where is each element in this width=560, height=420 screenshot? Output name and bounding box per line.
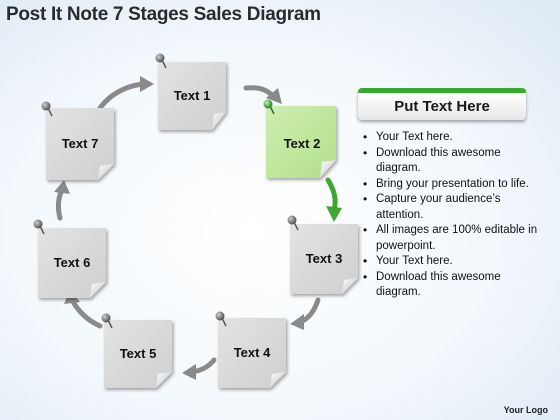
put-text-header: Put Text Here bbox=[358, 88, 526, 120]
bullet-item: Download this awesome diagram. bbox=[363, 270, 548, 301]
stage-note-6: Text 6 bbox=[33, 219, 106, 298]
arrow-1-to-2 bbox=[243, 85, 282, 104]
pushpin-icon bbox=[215, 311, 227, 327]
pushpin-icon bbox=[101, 313, 113, 329]
stage-label-1: Text 1 bbox=[174, 88, 211, 103]
stage-note-3: Text 3 bbox=[287, 215, 358, 294]
put-text-header-label: Put Text Here bbox=[394, 98, 490, 115]
stage-label-4: Text 4 bbox=[234, 345, 271, 360]
pushpin-icon bbox=[287, 215, 299, 231]
arrow-3-to-4 bbox=[290, 297, 321, 330]
bullet-item: Your Text here. bbox=[363, 130, 548, 146]
stage-note-5: Text 5 bbox=[101, 313, 172, 388]
stage-label-5: Text 5 bbox=[120, 346, 157, 361]
arrow-2-to-3 bbox=[325, 177, 342, 222]
arrow-6-to-7 bbox=[54, 180, 70, 221]
bullet-item: Download this awesome diagram. bbox=[363, 146, 548, 177]
stage-note-1: Text 1 bbox=[155, 53, 226, 130]
arrow-4-to-5 bbox=[182, 357, 217, 380]
stage-label-3: Text 3 bbox=[306, 251, 343, 266]
stage-note-2: Text 2 bbox=[263, 99, 336, 178]
stage-note-7: Text 7 bbox=[41, 101, 114, 180]
bullet-item: Capture your audience’s attention. bbox=[363, 192, 548, 223]
logo-text: Your Logo bbox=[503, 405, 548, 415]
bullet-item: All images are 100% editable in powerpoi… bbox=[363, 223, 548, 254]
bullet-item: Bring your presentation to life. bbox=[363, 177, 548, 193]
stage-note-4: Text 4 bbox=[215, 311, 286, 388]
stage-label-7: Text 7 bbox=[62, 136, 99, 151]
pushpin-icon bbox=[33, 219, 45, 235]
pushpin-icon bbox=[41, 101, 53, 117]
bullet-list: Your Text here. Download this awesome di… bbox=[362, 130, 548, 301]
arrow-7-to-1 bbox=[97, 76, 154, 111]
stage-label-6: Text 6 bbox=[54, 255, 91, 270]
bullet-item: Your Text here. bbox=[363, 254, 548, 270]
pushpin-icon bbox=[263, 99, 275, 115]
page-title: Post It Note 7 Stages Sales Diagram bbox=[6, 4, 321, 25]
stage-label-2: Text 2 bbox=[284, 136, 321, 151]
pushpin-icon bbox=[155, 53, 167, 69]
